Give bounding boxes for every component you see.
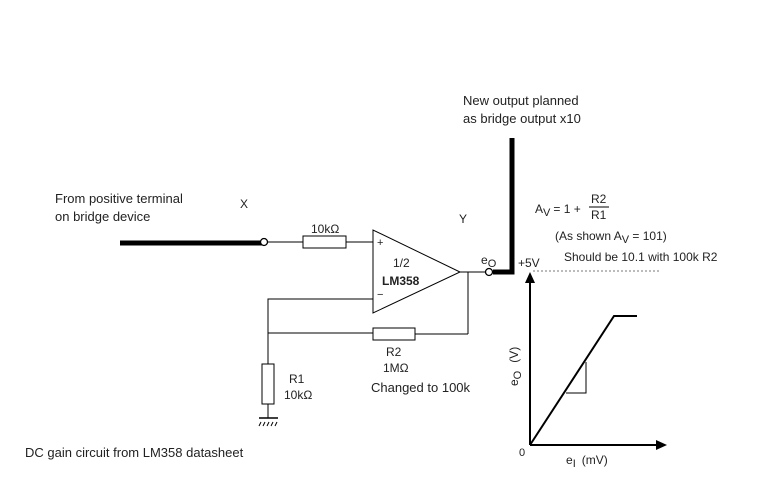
ground-icon [258, 417, 278, 427]
r2-resistor [372, 327, 416, 341]
graph-origin-label: 0 [519, 447, 525, 459]
graph-y-arrow-icon [525, 272, 535, 283]
input-resistor-value: 10kΩ [311, 222, 339, 236]
changed-r2-note: Changed to 100k [371, 380, 471, 395]
new-output-note-line2: as bridge output x10 [463, 111, 581, 126]
graph-x-arrow-icon [656, 440, 667, 450]
opamp-minus-sign: − [377, 289, 383, 301]
new-output-line [493, 138, 515, 275]
graph-x-label: eI(mV) [566, 453, 608, 470]
new-output-note-line1: New output planned [463, 93, 579, 108]
opamp-part: LM358 [382, 274, 420, 288]
inverting-input-wire [267, 298, 373, 364]
gain-formula-denominator: R1 [591, 208, 607, 222]
r1-name: R1 [289, 372, 305, 386]
r1-resistor [261, 363, 275, 405]
gain-shown-note: (As shown AV = 101) [555, 229, 667, 246]
graph-y-label: eO(V) [507, 347, 524, 386]
node-y-label: Y [459, 212, 467, 226]
gain-formula-lhs: AV= 1 + [535, 202, 581, 219]
r1-value: 10kΩ [284, 388, 312, 402]
gain-formula-numerator: R2 [591, 192, 607, 206]
from-terminal-note-line1: From positive terminal [55, 191, 183, 206]
input-terminal [259, 237, 269, 247]
node-x-label: X [240, 197, 248, 211]
opamp-triangle [372, 229, 462, 314]
opamp-plus-sign: + [377, 237, 383, 249]
from-terminal-note-line2: on bridge device [55, 209, 150, 224]
r2-value: 1MΩ [383, 361, 409, 375]
slope-triangle [566, 362, 587, 394]
opamp-fraction: 1/2 [393, 256, 410, 270]
should-be-note: Should be 10.1 with 100k R2 [564, 250, 718, 264]
input-resistor [302, 235, 347, 249]
supply-label: +5V [518, 256, 540, 270]
caption: DC gain circuit from LM358 datasheet [25, 445, 244, 460]
output-terminal [484, 267, 494, 277]
transfer-curve [529, 315, 637, 446]
output-label: eO [481, 253, 497, 270]
r2-name: R2 [386, 345, 402, 359]
